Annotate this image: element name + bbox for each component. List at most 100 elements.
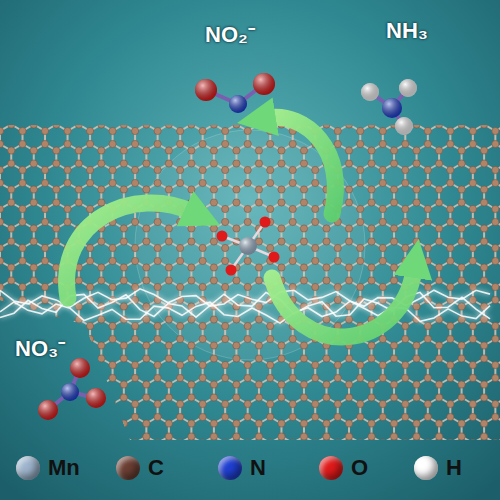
carbon-atom [368, 186, 375, 193]
bond [293, 476, 304, 483]
carbon-atom [255, 147, 262, 154]
bond [349, 495, 360, 500]
carbon-atom [435, 108, 442, 115]
bond [338, 86, 349, 93]
carbon-atom [8, 160, 15, 167]
bond [462, 86, 473, 93]
carbon-atom [390, 277, 397, 284]
carbon-atom [244, 205, 251, 212]
carbon-atom [244, 140, 251, 147]
carbon-atom [53, 82, 60, 89]
bond [439, 86, 450, 93]
carbon-atom [98, 238, 105, 245]
carbon-atom [289, 179, 296, 186]
bond [158, 86, 169, 93]
bond [112, 443, 114, 456]
bond [55, 424, 57, 437]
bond [56, 105, 67, 112]
carbon-atom [278, 82, 285, 89]
bond [236, 495, 247, 500]
carbon-atom [345, 82, 352, 89]
carbon-atom [86, 166, 93, 173]
carbon-atom [345, 186, 352, 193]
bond [68, 105, 79, 112]
carbon-atom [143, 160, 150, 167]
bond [248, 495, 259, 500]
bond [349, 86, 360, 93]
bond [134, 482, 136, 495]
bond [78, 346, 80, 359]
bond [495, 456, 500, 463]
carbon-atom [345, 160, 352, 167]
bond [314, 92, 316, 105]
carbon-atom [492, 283, 499, 290]
bond [428, 105, 439, 112]
carbon-atom [368, 160, 375, 167]
bond [214, 495, 225, 500]
bond [372, 105, 383, 112]
carbon-atom [210, 277, 217, 284]
carbon-atom [379, 244, 386, 251]
carbon-atom [458, 238, 465, 245]
carbon-atom [312, 88, 319, 95]
carbon-atom [210, 199, 217, 206]
carbon-atom [222, 166, 229, 173]
bond [44, 482, 46, 495]
bond [10, 112, 12, 125]
bond [56, 86, 67, 93]
carbon-atom [143, 147, 150, 154]
carbon-atom [41, 283, 48, 290]
bond [417, 86, 428, 93]
carbon-atom [8, 186, 15, 193]
carbon-atom [492, 218, 499, 225]
carbon-atom [413, 186, 420, 193]
carbon-atom [447, 244, 454, 251]
carbon-atom [131, 218, 138, 225]
carbon-atom [312, 166, 319, 173]
carbon-atom [177, 166, 184, 173]
bond [203, 105, 214, 112]
carbon-atom [154, 218, 161, 225]
bond [259, 495, 270, 500]
carbon-atom [19, 283, 26, 290]
bond [0, 339, 11, 346]
carbon-atom [143, 264, 150, 271]
bond [124, 86, 135, 93]
carbon-atom [41, 244, 48, 251]
bond [281, 495, 292, 500]
carbon-atom [30, 160, 37, 167]
carbon-atom [447, 257, 454, 264]
carbon-atom [481, 238, 488, 245]
carbon-atom [447, 140, 454, 147]
bond [190, 463, 192, 476]
bond [281, 476, 292, 483]
bond [314, 443, 316, 456]
bond [45, 378, 56, 385]
carbon-atom [424, 283, 431, 290]
bond [67, 443, 69, 456]
carbon-atom [424, 88, 431, 95]
bond [0, 378, 1, 385]
bond [450, 105, 461, 112]
carbon-atom [120, 108, 127, 115]
carbon-atom [357, 127, 364, 134]
carbon-atom [199, 218, 206, 225]
carbon-atom [210, 238, 217, 245]
carbon-atom [481, 264, 488, 271]
bond [44, 443, 46, 456]
bond [135, 476, 146, 483]
bond [10, 424, 12, 437]
carbon-atom [210, 147, 217, 154]
carbon-atom [188, 160, 195, 167]
carbon-atom [312, 244, 319, 251]
carbon-atom [98, 108, 105, 115]
carbon-atom [334, 101, 341, 108]
carbon-atom [8, 147, 15, 154]
carbon-atom [334, 257, 341, 264]
carbon-atom [75, 199, 82, 206]
bond [439, 105, 450, 112]
carbon-atom [312, 257, 319, 264]
carbon-atom [413, 108, 420, 115]
carbon-atom [98, 199, 105, 206]
bond [462, 495, 473, 500]
